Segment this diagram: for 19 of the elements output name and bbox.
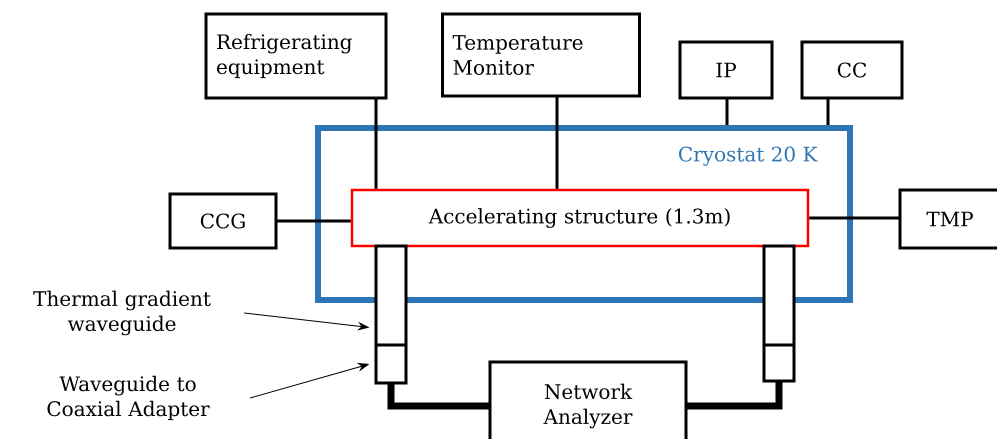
component-box: Temperature Monitor: [441, 12, 641, 98]
connector-line: [726, 100, 728, 125]
waveguide-box: [762, 344, 796, 382]
connector-line: [374, 100, 378, 189]
component-box: CCG: [168, 192, 278, 250]
callout-text: Thermal gradient waveguide: [33, 290, 211, 336]
component-box: CC: [800, 40, 904, 100]
connector-line: [688, 382, 782, 410]
connector-line: [826, 100, 830, 125]
component-box: IP: [678, 40, 774, 100]
connector-line: [388, 384, 488, 410]
connector-line: [278, 220, 351, 222]
component-box: Refrigerating equipment: [204, 12, 388, 100]
callout-text: Waveguide to Coaxial Adapter: [47, 376, 210, 420]
waveguide-box: [374, 344, 408, 384]
connector-line: [556, 98, 558, 189]
component-box: Network Analyzer: [488, 360, 688, 439]
component-box: TMP: [898, 188, 997, 250]
connector-line: [809, 216, 898, 220]
